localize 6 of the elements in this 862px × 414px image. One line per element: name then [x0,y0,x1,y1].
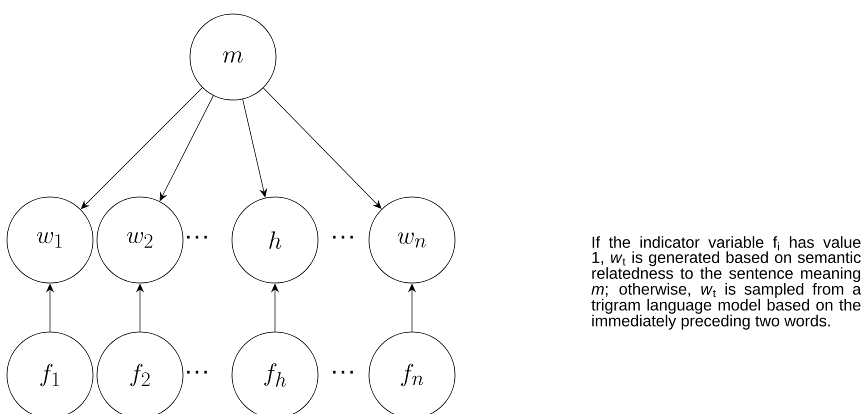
ellipsis: ··· [333,236,353,239]
ellipsis: ··· [187,370,207,374]
ellipsis: ··· [333,370,353,374]
arrow [80,87,203,210]
ellipsis: ··· [187,236,207,239]
caption-text: If the indicator variable f$_{i}$ has value 1, w$_{t}$ is generated based on semantic relatedness to the sentence meaning m; otherwise, w$_{t}$ is sampled from a trigram language model based on the immediately preceding two words. [591,236,862,330]
